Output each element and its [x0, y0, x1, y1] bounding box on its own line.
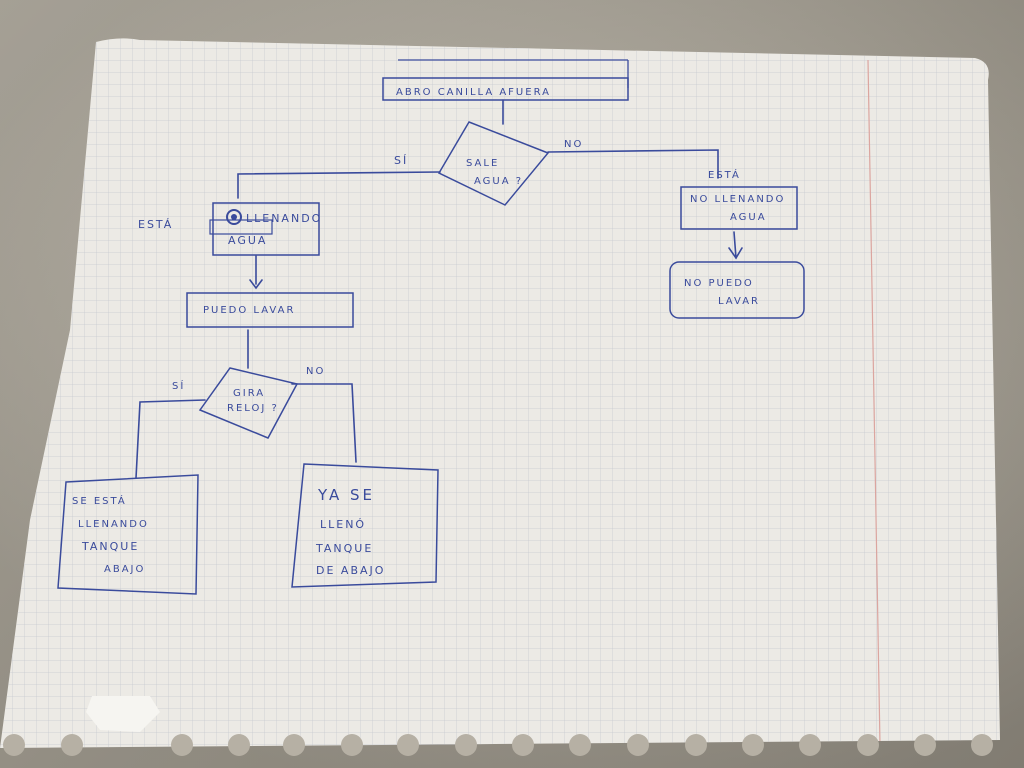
not-filling-line2: AGUA [730, 212, 767, 223]
decision-water-shape [437, 121, 550, 206]
tank-full-line1: YA SE [317, 486, 375, 504]
connectors [135, 99, 743, 479]
decision-spin-line1: GIRA [233, 388, 265, 399]
not-filling-line1: NO LLENANDO [690, 194, 785, 205]
decision-spin-shape [198, 367, 299, 439]
cannot-wash-node-box [669, 261, 805, 319]
tank-filling-node-box [57, 474, 199, 595]
not-filling-node-box [680, 186, 798, 230]
tank-full-node-box [291, 463, 439, 588]
tank-full-line4: DE ABAJO [316, 564, 385, 577]
margin-line [867, 59, 881, 746]
filling-node-line2: AGUA [228, 234, 267, 247]
tank-filling-line1: SE ESTÁ [72, 494, 127, 507]
start-node-box [382, 77, 629, 101]
decision-spin-line2: RELOJ ? [227, 403, 279, 414]
edge-label-no: NO [564, 139, 583, 150]
decision-water-line1: SALE [466, 158, 499, 169]
filling-node-line1: LLENANDO [246, 212, 322, 225]
cannot-wash-line2: LAVAR [718, 296, 760, 307]
tank-filling-line2: LLENANDO [78, 519, 149, 530]
filling-prefix-label: ESTÁ [138, 218, 173, 231]
start-node-label: ABRO CANILLA AFUERA [396, 87, 551, 98]
tank-full-line2: LLENÓ [320, 518, 366, 531]
tank-filling-line4: ABAJO [104, 564, 145, 575]
tank-full-line3: TANQUE [315, 542, 373, 555]
wash-node-box [186, 292, 354, 328]
edge-label-yes: SÍ [394, 154, 408, 167]
torn-paper-scrap [86, 696, 160, 732]
not-filling-prefix-label: ESTÁ [708, 168, 741, 181]
filling-node-box [212, 202, 320, 256]
edge-label-no: NO [306, 366, 325, 377]
cannot-wash-line1: NO PUEDO [684, 278, 754, 289]
decision-water-line2: AGUA ? [474, 176, 523, 187]
binder-holes [3, 734, 993, 756]
tank-filling-line3: TANQUE [81, 540, 139, 553]
scribble-mark [226, 209, 242, 225]
wash-node-label: PUEDO LAVAR [203, 305, 295, 316]
edge-label-yes: SÍ [172, 379, 185, 392]
